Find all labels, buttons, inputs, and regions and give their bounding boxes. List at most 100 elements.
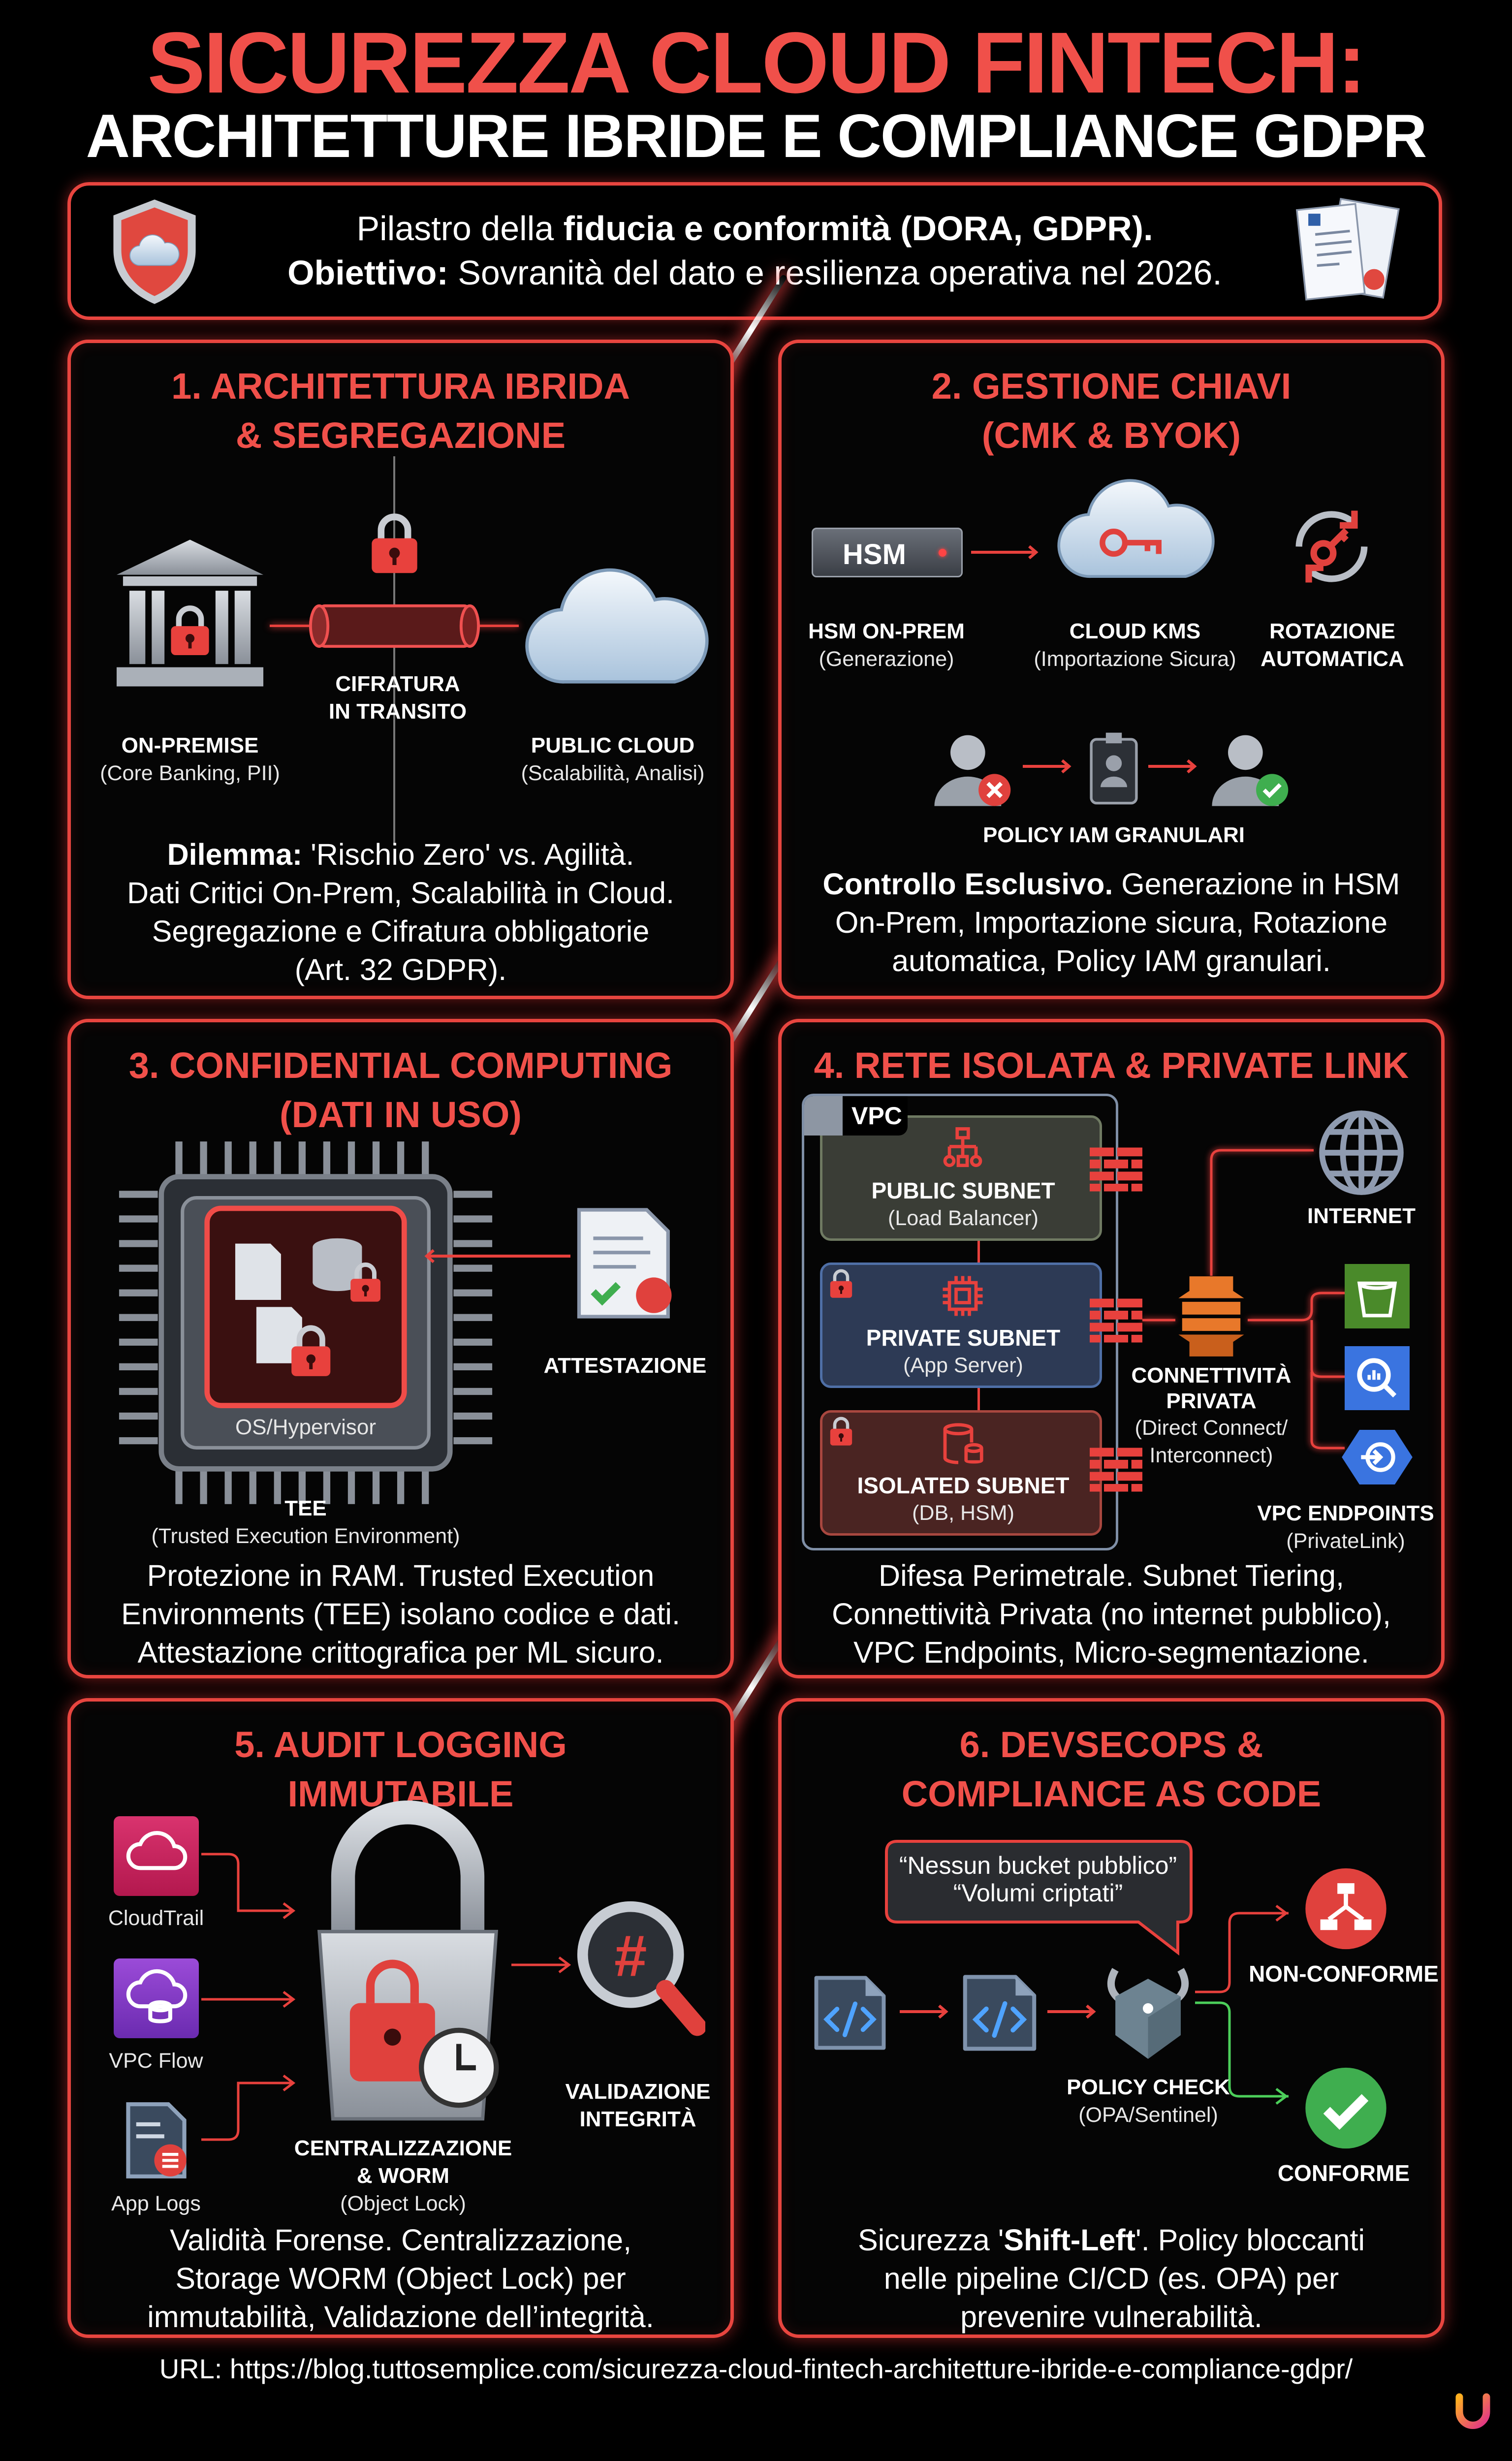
source-url[interactable]: URL: https://blog.tuttosemplice.com/sicu…: [159, 2353, 1353, 2384]
arrow-icon: [900, 2004, 948, 2019]
cloud-icon: [519, 555, 716, 697]
main-title: SICUREZZA CLOUD FINTECH:: [147, 15, 1366, 111]
firewall-icon: [1090, 1298, 1142, 1343]
centralization-worm-label: CENTRALIZZAZIONE& WORM(Object Lock): [294, 2136, 512, 2215]
policy-rules-text: “Nessun bucket pubblico”“Volumi criptati…: [899, 1852, 1177, 1907]
vpc-endpoint-icon: [1342, 1430, 1413, 1484]
internet-label: INTERNET: [1307, 1204, 1416, 1228]
firewall-icon: [1090, 1147, 1142, 1192]
public-subnet: PUBLIC SUBNET(Load Balancer): [820, 1115, 1102, 1241]
panel-isolated-network: 4. RETE ISOLATA & PRIVATE LINK PUBLIC SU…: [778, 1019, 1445, 1678]
certificate-document-icon: [1295, 198, 1400, 301]
database-icon: [943, 1423, 983, 1464]
panel-title: COMPLIANCE AS CODE: [901, 1773, 1322, 1814]
brand-logo-icon: [1455, 2393, 1490, 2429]
cloudtrail-icon: [114, 1816, 199, 1896]
private-subnet: PRIVATE SUBNET(App Server): [820, 1262, 1102, 1388]
panel-description: Difesa Perimetrale. Subnet Tiering,Conne…: [832, 1559, 1391, 1669]
panel-title: 6. DEVSECOPS &: [959, 1724, 1263, 1765]
panel-description: Validità Forense. Centralizzazione,Stora…: [147, 2223, 654, 2334]
panel-title: 2. GESTIONE CHIAVI: [931, 366, 1292, 407]
os-hypervisor-label: OS/Hypervisor: [235, 1415, 377, 1439]
panel-title: (CMK & BYOK): [981, 415, 1241, 456]
lock-icon: [826, 1417, 856, 1446]
panel-title: 4. RETE ISOLATA & PRIVATE LINK: [814, 1045, 1409, 1086]
load-balancer-icon: [943, 1127, 982, 1167]
vpc-flow-icon: [114, 1958, 199, 2038]
iam-badge-icon: [1090, 732, 1138, 805]
arrow-icon: [1023, 759, 1071, 774]
shield-cloud-icon: [113, 199, 196, 304]
vpc-label: VPC: [851, 1102, 902, 1130]
code-file-icon: [811, 1966, 889, 2060]
panel-description: Sicurezza 'Shift-Left'. Policy bloccanti…: [857, 2223, 1365, 2334]
integrity-magnifier-icon: #: [577, 1901, 705, 2036]
diagram: CloudTrail VPC Flow App Logs # VALIDAZIO…: [71, 1692, 730, 2325]
intro-line1-bold: fiducia e conformità (DORA, GDPR).: [563, 209, 1153, 248]
attestation-certificate-icon: [577, 1208, 672, 1319]
bank-icon: [116, 539, 264, 687]
arrow-icon: [971, 545, 1039, 560]
lock-icon: [826, 1269, 856, 1298]
non-compliant-label: NON-CONFORME: [1249, 1961, 1439, 1987]
isolated-subnet: ISOLATED SUBNET(DB, HSM): [820, 1410, 1102, 1536]
user-approved-icon: [1212, 735, 1289, 806]
main-subtitle: ARCHITETTURE IBRIDE E COMPLIANCE GDPR: [86, 102, 1427, 170]
code-file-icon: [960, 1966, 1040, 2060]
tee-label: TEE(Trusted Execution Environment): [151, 1496, 460, 1548]
panel-title: 1. ARCHITETTURA IBRIDA: [171, 366, 630, 407]
cloud-icon: [804, 1096, 843, 1136]
worm-padlock-icon: [317, 1800, 499, 2121]
globe-icon: [1319, 1110, 1404, 1195]
app-logs-icon: [126, 2102, 187, 2178]
compliant-check-icon: [1305, 2067, 1386, 2149]
intro-objective-text: Sovranità del dato e resilienza operativ…: [448, 253, 1222, 292]
iam-label: POLICY IAM GRANULARI: [982, 823, 1245, 847]
panel-devsecops: 6. DEVSECOPS & COMPLIANCE AS CODE “Nessun…: [778, 1698, 1445, 2338]
panel-title: 3. CONFIDENTIAL COMPUTING: [128, 1045, 673, 1086]
svg-text:#: #: [614, 1924, 647, 1989]
diagram: OS/Hypervisor ATTESTAZIONE TEE(Trusted E…: [71, 998, 730, 1650]
direct-connect-icon: [1178, 1276, 1244, 1357]
onprem-label: ON-PREMISE(Core Banking, PII): [100, 733, 280, 785]
source-label: VPC Flow: [109, 2049, 203, 2073]
arrow-icon: [1047, 2004, 1096, 2019]
diagram: HSM HSM ON-PREM(Generazione) CLOUD KMS(I…: [782, 323, 1441, 976]
compliant-label: CONFORME: [1277, 2160, 1410, 2186]
key-rotation-icon: [1295, 510, 1368, 583]
encrypted-tunnel-icon: [309, 604, 480, 648]
cpu-chip-icon: [119, 1141, 493, 1504]
intro-line1-pre: Pilastro della: [356, 209, 564, 248]
public-cloud-label: PUBLIC CLOUD(Scalabilità, Analisi): [521, 733, 705, 785]
cloud-kms-icon: [1052, 471, 1221, 586]
panel-confidential-computing: 3. CONFIDENTIAL COMPUTING (DATI IN USO) O…: [67, 1019, 734, 1678]
panel-description: Dilemma: 'Rischio Zero' vs. Agilità.Dati…: [127, 838, 674, 986]
source-label: App Logs: [111, 2192, 201, 2215]
analytics-search-icon: [1345, 1346, 1410, 1410]
policy-rules-bubble: [885, 1840, 1193, 1956]
attestation-label: ATTESTAZIONE: [543, 1354, 707, 1378]
policy-check-label: POLICY CHECK(OPA/Sentinel): [1067, 2075, 1230, 2127]
panel-title: (DATI IN USO): [280, 1094, 522, 1135]
arrow-icon: [1148, 759, 1197, 774]
kms-label: CLOUD KMS(Importazione Sicura): [1034, 619, 1236, 671]
lock-icon: [366, 513, 423, 574]
panel-title: 5. AUDIT LOGGING: [234, 1724, 567, 1765]
vpc-tab: VPC: [804, 1096, 908, 1136]
panel-key-management: 2. GESTIONE CHIAVI(CMK & BYOK) HSM HSM O…: [778, 340, 1445, 999]
intro-objective-label: Obiettivo:: [287, 253, 448, 292]
attestation-arrow: [424, 1249, 570, 1263]
user-denied-icon: [934, 735, 1011, 806]
vpc-endpoints-label: VPC ENDPOINTS(PrivateLink): [1257, 1501, 1434, 1553]
intro-box: Pilastro della fiducia e conformità (DOR…: [67, 182, 1442, 320]
opa-policy-icon: [1107, 1968, 1189, 2059]
storage-bucket-icon: [1345, 1264, 1410, 1328]
hsm-device-icon: HSM: [812, 528, 963, 577]
